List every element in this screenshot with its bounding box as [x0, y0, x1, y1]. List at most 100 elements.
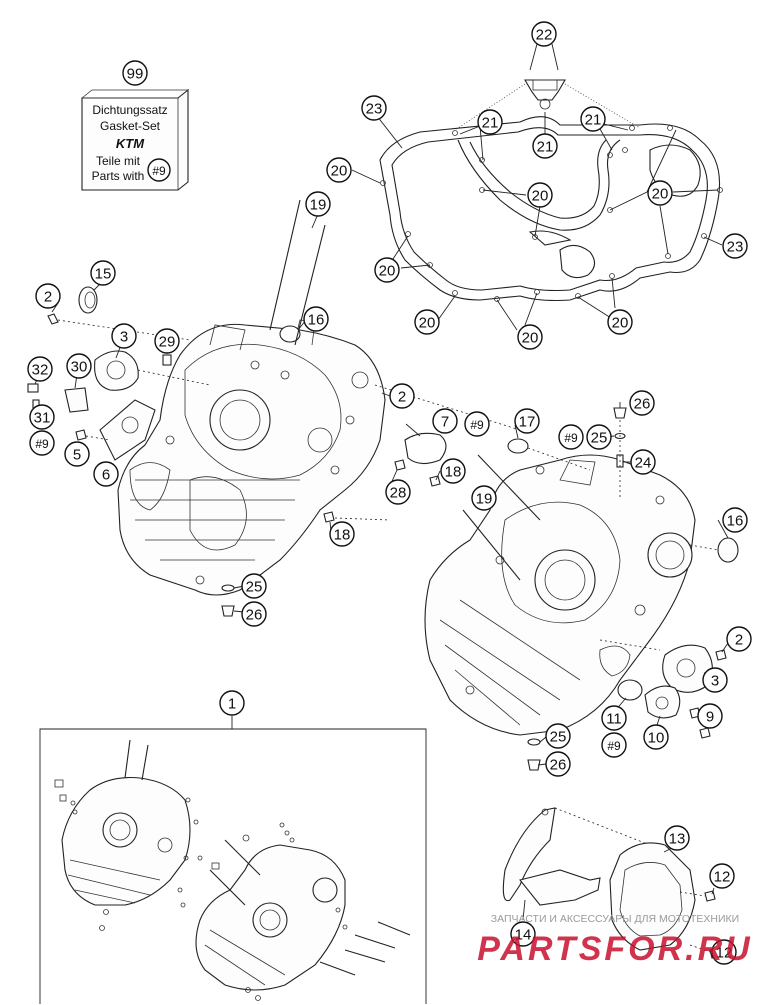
callout-2-left: 2 [35, 283, 61, 309]
svg-text:24: 24 [635, 455, 652, 472]
svg-text:6: 6 [102, 467, 110, 484]
gasket-set-box: Dichtungssatz Gasket-Set KTM Teile mit P… [80, 88, 190, 191]
callout-18-mid: 18 [440, 458, 466, 484]
svg-text:18: 18 [334, 527, 351, 544]
watermark-brand: PARTSFOR.RU [477, 930, 752, 968]
svg-text:20: 20 [532, 188, 549, 205]
callout-12-top: 12 [709, 863, 735, 889]
callout-2-mid: 2 [389, 383, 415, 409]
callout-9: 9 [697, 703, 723, 729]
callout-15: 15 [90, 260, 116, 286]
svg-text:28: 28 [390, 485, 407, 502]
callout-21-right: 21 [580, 106, 606, 132]
callout-3-left: 3 [111, 323, 137, 349]
callout-13: 13 [664, 825, 690, 851]
callout-6: 6 [93, 461, 119, 487]
svg-text:32: 32 [32, 362, 49, 379]
svg-text:2: 2 [44, 289, 52, 306]
callout-23-right: 23 [722, 233, 748, 259]
svg-text:17: 17 [519, 414, 536, 431]
svg-text:30: 30 [71, 359, 88, 376]
watermark-tagline: ЗАПЧАСТИ И АКСЕССУАРЫ ДЛЯ МОТОТЕХНИКИ [491, 913, 739, 925]
svg-text:25: 25 [591, 430, 608, 447]
callout-11: 11 [601, 705, 627, 731]
svg-text:20: 20 [419, 315, 436, 332]
svg-text:20: 20 [522, 330, 539, 347]
callout-26-top: 26 [629, 390, 655, 416]
callout-7: 7 [432, 408, 458, 434]
svg-text:21: 21 [482, 115, 499, 132]
callout-20-lower-left: 20 [374, 257, 400, 283]
callout-ref-9-mid: #9 [464, 411, 490, 437]
callout-1: 1 [219, 690, 245, 716]
svg-text:25: 25 [550, 729, 567, 746]
svg-text:23: 23 [366, 101, 383, 118]
svg-text:7: 7 [441, 414, 449, 431]
callout-20-right: 20 [647, 180, 673, 206]
svg-text:20: 20 [331, 163, 348, 180]
svg-text:2: 2 [398, 389, 406, 406]
callout-3-right: 3 [702, 667, 728, 693]
callout-29: 29 [154, 328, 180, 354]
svg-text:15: 15 [95, 266, 112, 283]
svg-text:23: 23 [727, 239, 744, 256]
callout-19-right: 19 [471, 485, 497, 511]
callout-25-top: 25 [586, 424, 612, 450]
svg-text:25: 25 [246, 579, 263, 596]
svg-text:12: 12 [716, 945, 733, 962]
sprocket-cover-parts [502, 807, 721, 959]
callout-12-bottom: 12 [711, 939, 737, 965]
svg-text:1: 1 [228, 696, 236, 713]
callout-25-bottom: 25 [545, 723, 571, 749]
left-side-parts [27, 199, 521, 617]
svg-text:20: 20 [652, 186, 669, 203]
complete-crankcase-box [39, 716, 427, 1004]
callout-20-bottom-right: 20 [607, 309, 633, 335]
svg-text:22: 22 [536, 27, 553, 44]
callout-28: 28 [385, 479, 411, 505]
callout-14: 14 [510, 921, 536, 947]
gasket-box-line1: Dichtungssatz [92, 103, 167, 117]
gasket-box-line2: Gasket-Set [100, 119, 161, 133]
ktm-logo: KTM [116, 136, 145, 151]
callout-ref-9-left: #9 [29, 430, 55, 456]
svg-text:26: 26 [634, 396, 651, 413]
svg-text:31: 31 [34, 410, 51, 427]
svg-text:12: 12 [714, 869, 731, 886]
callout-25-left: 25 [241, 573, 267, 599]
svg-text:19: 19 [476, 491, 493, 508]
callout-ref-9-bottom: #9 [601, 732, 627, 758]
svg-text:10: 10 [648, 730, 665, 747]
svg-text:3: 3 [711, 673, 719, 690]
callout-20-center: 20 [527, 182, 553, 208]
svg-text:20: 20 [612, 315, 629, 332]
callout-17: 17 [514, 408, 540, 434]
callout-22: 22 [531, 21, 557, 47]
callout-16-left: 16 [303, 306, 329, 332]
callout-20-bottom-center: 20 [517, 324, 543, 350]
svg-text:9: 9 [706, 709, 714, 726]
svg-text:14: 14 [515, 927, 532, 944]
callout-32: 32 [27, 356, 53, 382]
callout-24: 24 [630, 449, 656, 475]
callout-23-left: 23 [361, 95, 387, 121]
callout-26-bottom: 26 [545, 751, 571, 777]
svg-text:#9: #9 [152, 164, 166, 178]
callout-99: 99 [122, 60, 148, 86]
svg-text:29: 29 [159, 334, 176, 351]
callout-2-right: 2 [726, 626, 752, 652]
callout-5: 5 [64, 441, 90, 467]
svg-text:#9: #9 [470, 418, 484, 432]
svg-text:16: 16 [308, 312, 325, 329]
svg-text:5: 5 [73, 447, 81, 464]
callout-21-center: 21 [532, 133, 558, 159]
svg-text:21: 21 [585, 112, 602, 129]
svg-text:20: 20 [379, 263, 396, 280]
callout-19-left: 19 [305, 191, 331, 217]
right-side-parts [462, 407, 739, 771]
right-crankcase-half [424, 454, 696, 736]
callout-ref-9-right: #9 [558, 424, 584, 450]
svg-text:16: 16 [727, 513, 744, 530]
svg-text:3: 3 [120, 329, 128, 346]
